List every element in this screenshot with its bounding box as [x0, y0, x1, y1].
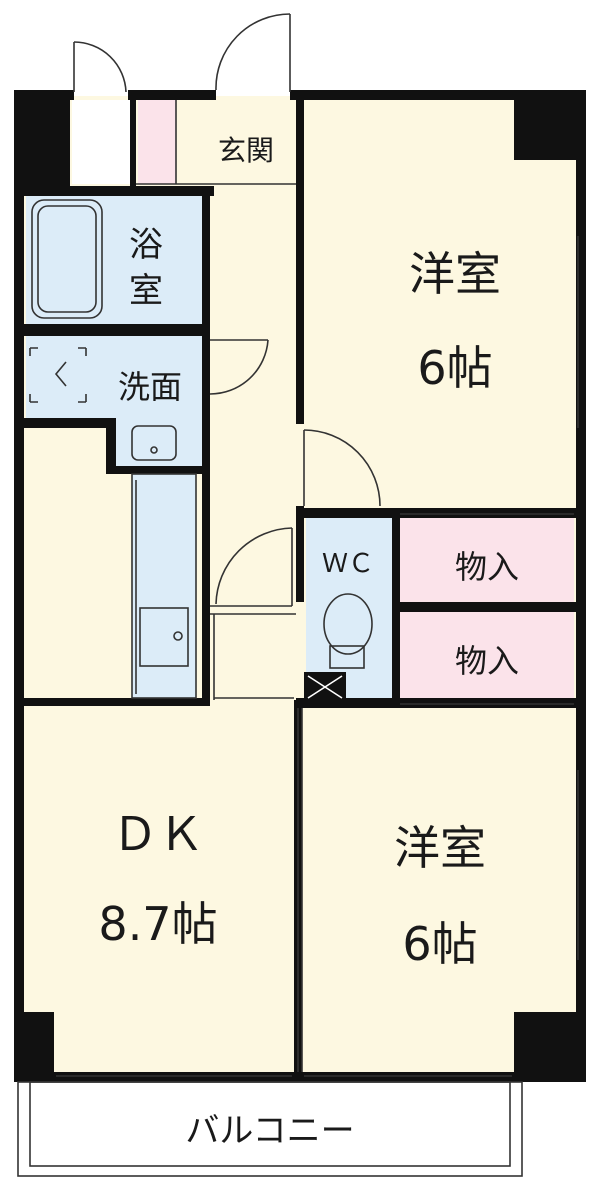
column-top-left	[14, 90, 70, 186]
wc-label: ＷＣ	[322, 549, 374, 579]
wall-left	[14, 90, 24, 1082]
column-bottom-left	[14, 1012, 54, 1082]
balcony-inner	[29, 1081, 511, 1167]
storage2-label: 物入	[455, 642, 519, 680]
room1-door-swing	[303, 429, 381, 507]
front-door-swing	[215, 13, 291, 91]
shoe-box	[72, 100, 134, 184]
washroom-door-swing	[209, 339, 269, 395]
wc-floor	[306, 518, 392, 698]
bath-label-2: 室	[129, 271, 163, 311]
room2-name: 洋室	[394, 821, 486, 875]
wall-top-mid	[128, 90, 216, 100]
kitchen-counter	[132, 474, 196, 698]
wall-wash-step	[106, 418, 116, 474]
washing-machine-icon	[29, 347, 87, 403]
wall-right	[576, 90, 586, 1082]
washroom-sink	[131, 425, 177, 461]
washroom-label: 洗面	[118, 368, 182, 406]
labels: 玄関 浴 室 洗面 洋室 6帖 ＷＣ 物入 物入 ＤＫ 8.7帖 洋室 6帖 バ…	[98, 134, 519, 1151]
dk-door-swing	[215, 527, 293, 605]
wall-wash-bottom-left	[22, 418, 114, 428]
kitchen-counter-outline	[131, 473, 197, 699]
dk-size: 8.7帖	[98, 897, 217, 951]
entrance-floor	[176, 100, 300, 184]
dk-name: ＤＫ	[112, 807, 204, 861]
storage-1-floor	[400, 518, 574, 602]
wall-center-upper	[296, 96, 304, 424]
wall-bath-top	[14, 186, 214, 196]
entrance-label: 玄関	[218, 134, 274, 167]
wall-center-mid	[296, 506, 304, 602]
storage-2-floor	[400, 612, 574, 698]
wall-kitchen-bottom	[22, 698, 210, 706]
bath-label-1: 浴	[129, 225, 163, 265]
column-bottom-right	[514, 1012, 586, 1082]
bath-floor	[26, 196, 202, 324]
balcony-label: バルコニー	[185, 1111, 354, 1151]
wall-wc-top	[296, 508, 400, 518]
wall-wash-bottom	[106, 466, 210, 474]
wall-shoebox	[130, 100, 136, 186]
washroom-sink-drain	[150, 446, 158, 454]
wall-wet-right	[202, 186, 210, 706]
toilet-tank	[329, 645, 365, 669]
shoebox-door-swing	[73, 41, 127, 93]
column-top-right	[514, 90, 586, 160]
room1-name: 洋室	[409, 247, 501, 301]
wall-top-right	[290, 90, 584, 100]
wc-box-cross	[307, 675, 343, 699]
entry-strip	[138, 100, 176, 184]
toilet-bowl	[323, 593, 373, 655]
room1-size: 6帖	[417, 341, 492, 395]
wall-storage-mid	[396, 602, 580, 612]
outer-walls	[14, 90, 586, 1082]
fixtures	[17, 13, 579, 1177]
wall-wc-bottom	[296, 698, 580, 708]
storage1-label: 物入	[455, 548, 519, 586]
wall-storage-top	[396, 508, 580, 518]
kitchen-sink	[139, 607, 189, 667]
room2-size: 6帖	[402, 917, 477, 971]
bathtub	[31, 199, 103, 319]
kitchen-sink-drain	[173, 631, 183, 641]
wall-bath-wash	[22, 324, 210, 336]
wall-bottom	[14, 1072, 586, 1082]
bathtub-inner	[37, 205, 97, 313]
washroom-floor	[26, 336, 202, 418]
